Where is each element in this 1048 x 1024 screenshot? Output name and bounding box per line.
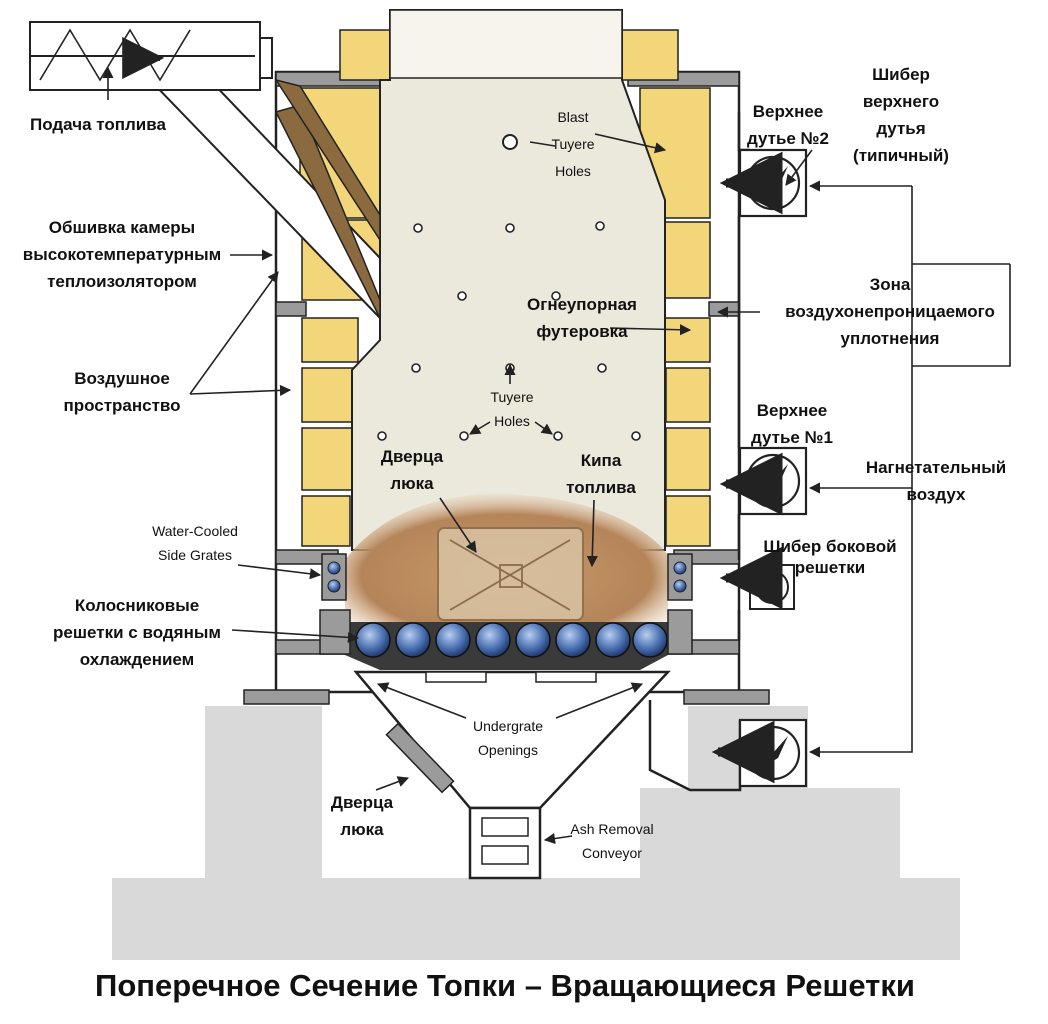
grate-roller	[475, 622, 511, 658]
label-forced-air-1: Нагнетательный	[866, 458, 1006, 477]
damper-side-grate	[755, 570, 789, 604]
label-ash-conveyor-1: Ash Removal	[570, 821, 653, 837]
label-access-door-lower-2: люка	[340, 820, 384, 839]
label-access-door-upper-1: Дверца	[381, 447, 444, 466]
damper-upper-2	[745, 155, 801, 211]
label-access-door-upper-2: люка	[390, 474, 434, 493]
label-seal-zone-2: воздухонепроницаемого	[785, 302, 995, 321]
label-grates-1: Колосниковые	[75, 596, 199, 615]
label-tuyere-2: Holes	[494, 413, 530, 429]
access-door-upper	[437, 527, 584, 621]
tuyere-holes	[377, 134, 641, 441]
label-chamber-lining-2: высокотемпературным	[23, 245, 221, 264]
label-side-grates-2: Side Grates	[158, 547, 232, 563]
label-overfire-air-2-1: Верхнее	[753, 102, 824, 121]
refractory-chamber	[351, 9, 666, 551]
tuyere-hole	[551, 291, 561, 301]
forced-air-line	[808, 180, 1011, 758]
grate-roller	[555, 622, 591, 658]
tuyere-hole	[505, 223, 515, 233]
label-air-space-1: Воздушное	[74, 369, 170, 388]
diagram-title: Поперечное Сечение Топки – Вращающиеся Р…	[95, 968, 915, 1003]
label-fuel-pile-2: топлива	[566, 478, 636, 497]
lower-access-door	[385, 722, 455, 794]
tuyere-hole	[595, 221, 605, 231]
label-tuyere-1: Tuyere	[490, 389, 533, 405]
label-overfire-air-1-2: дутье №1	[751, 428, 833, 447]
damper-undergrate	[745, 725, 801, 781]
fuel-chute	[147, 78, 381, 321]
label-chamber-lining-1: Обшивка камеры	[49, 218, 195, 237]
tuyere-hole	[597, 363, 607, 373]
air-flow-arrows	[711, 151, 783, 784]
label-side-grates-1: Water-Cooled	[152, 523, 238, 539]
label-fuel-feed: Подача топлива	[30, 115, 166, 134]
label-overfire-air-2-2: дутье №2	[747, 129, 829, 148]
label-refractory-2: футеровка	[536, 322, 628, 341]
tuyere-hole	[413, 223, 423, 233]
tuyere-hole	[553, 431, 563, 441]
tuyere-hole	[459, 431, 469, 441]
label-blast-tuyere-2: Tuyere	[551, 136, 594, 152]
tuyere-hole	[457, 291, 467, 301]
label-seal-zone-1: Зона	[870, 275, 911, 294]
grate-roller	[395, 622, 431, 658]
tuyere-hole	[631, 431, 641, 441]
water-cooled-side-grates	[321, 553, 693, 601]
label-side-damper-2: решетки	[795, 558, 866, 577]
label-side-damper-1: Шибер боковой	[763, 537, 896, 556]
label-ash-conveyor-2: Conveyor	[582, 845, 642, 861]
labels: Подача топлива Обшивка камеры высокотемп…	[23, 65, 1006, 861]
label-fuel-pile-1: Кипа	[581, 451, 622, 470]
tuyere-hole	[502, 134, 518, 150]
tuyere-hole	[411, 363, 421, 373]
tuyere-hole	[377, 431, 387, 441]
grate-roller	[355, 622, 391, 658]
label-overfire-damper-1: Шибер	[872, 65, 930, 84]
rotating-grates	[319, 609, 693, 670]
label-air-space-2: пространство	[63, 396, 180, 415]
label-blast-tuyere-1: Blast	[557, 109, 588, 125]
grate-roller	[595, 622, 631, 658]
label-seal-zone-3: уплотнения	[841, 329, 940, 348]
label-grates-2: решетки с водяным	[53, 623, 221, 642]
label-grates-3: охлаждением	[80, 650, 195, 669]
label-access-door-lower-1: Дверца	[331, 793, 394, 812]
fuel-feed-auger	[29, 21, 273, 91]
grate-roller	[632, 622, 668, 658]
label-overfire-damper-4: (типичный)	[853, 146, 949, 165]
ash-removal-conveyor	[468, 806, 542, 880]
grate-roller	[515, 622, 551, 658]
label-forced-air-2: воздух	[907, 485, 966, 504]
label-refractory-1: Огнеупорная	[527, 295, 637, 314]
label-overfire-damper-3: дутья	[876, 119, 925, 138]
label-undergrate-2: Openings	[478, 742, 538, 758]
leader-lines	[102, 66, 813, 845]
label-overfire-damper-2: верхнего	[863, 92, 939, 111]
label-undergrate-1: Undergrate	[473, 718, 543, 734]
damper-upper-1	[745, 453, 801, 509]
grate-roller	[435, 622, 471, 658]
label-chamber-lining-3: теплоизолятором	[47, 272, 197, 291]
label-blast-tuyere-3: Holes	[555, 163, 591, 179]
label-overfire-air-1-1: Верхнее	[757, 401, 828, 420]
